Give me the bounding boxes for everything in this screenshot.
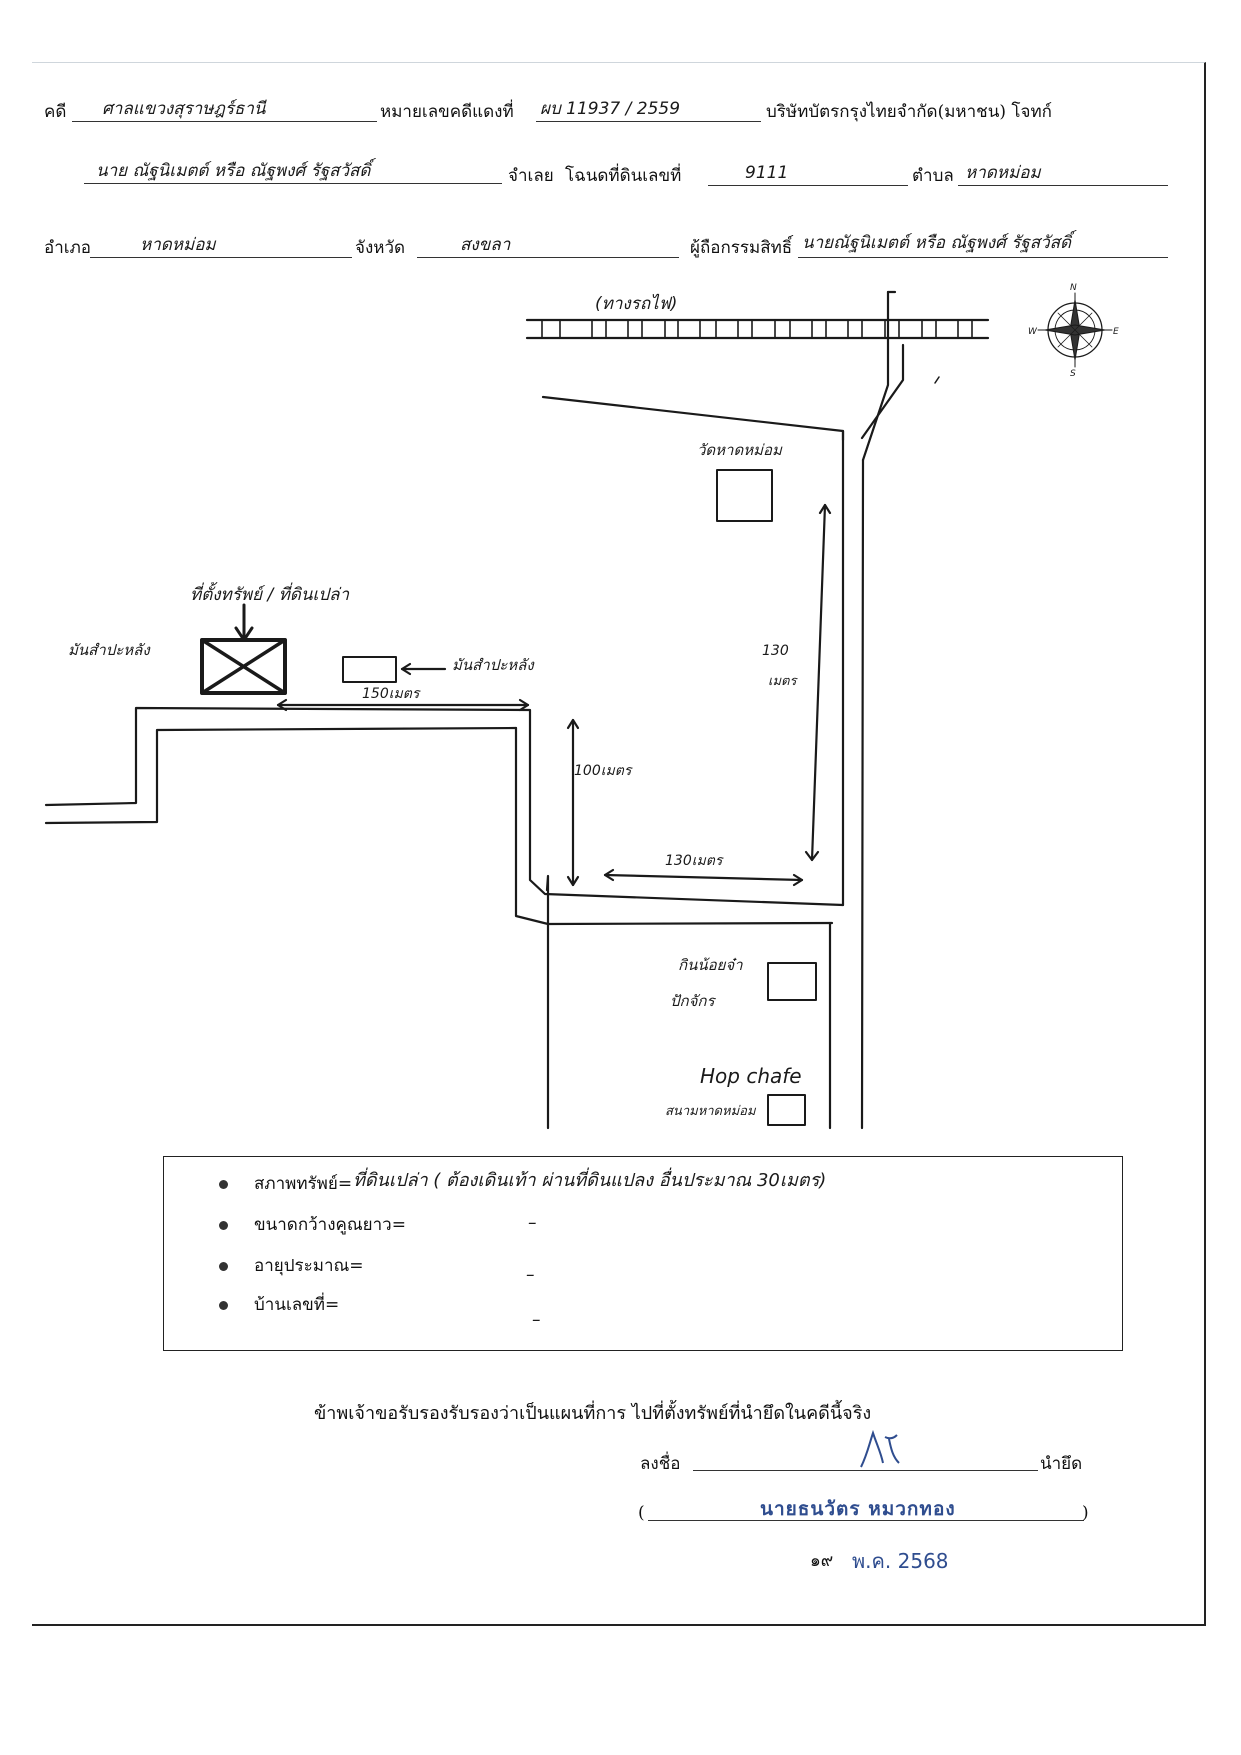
subdistrict-label: ตำบล — [912, 166, 954, 186]
bullet-icon — [219, 1221, 228, 1230]
case-no-label: หมายเลขคดีแดงที่ — [380, 102, 514, 122]
details-box — [163, 1156, 1123, 1351]
detail-value-age: – — [526, 1265, 535, 1285]
district: หาดหม่อม — [140, 235, 216, 255]
detail-label-condition: สภาพทรัพย์= — [254, 1174, 353, 1194]
deed-label: โฉนดที่ดินเลขที่ — [565, 166, 682, 186]
bottom-rule — [32, 1624, 1206, 1626]
right-field-label: มันสำปะหลัง — [452, 656, 535, 674]
left-field-label: มันสำปะหลัง — [68, 641, 151, 659]
bullet-icon — [219, 1180, 228, 1189]
cafe-label: Hop chafe — [700, 1064, 802, 1088]
province-label: จังหวัด — [355, 238, 406, 258]
distance-150: 150เมตร — [362, 686, 421, 702]
detail-value-house-no: – — [532, 1310, 541, 1330]
compass-n: N — [1070, 283, 1077, 293]
location-map: N S W E (ทางรถไฟ) วัดหาดหม่อม ที่ตั้งทรั… — [44, 283, 1119, 1130]
distance-130-right: 130 — [762, 643, 789, 659]
subdistrict: หาดหม่อม — [965, 163, 1041, 183]
owner: นายณัฐนิเมตต์ หรือ ณัฐพงศ์ รัฐสวัสดิ์ — [802, 233, 1072, 253]
owner-label: ผู้ถือกรรมสิทธิ์ — [690, 238, 793, 258]
distance-130-right-unit: เมตร — [768, 674, 798, 689]
sign-label: ลงชื่อ — [640, 1454, 681, 1474]
detail-label-size: ขนาดกว้างคูณยาว= — [254, 1215, 406, 1235]
detail-label-age: อายุประมาณ= — [254, 1256, 364, 1276]
railway-label: (ทางรถไฟ) — [595, 293, 677, 314]
case-no: ผบ 11937 / 2559 — [540, 99, 681, 119]
shop1-label-2: ปักจักร — [670, 992, 716, 1010]
certification-statement: ข้าพเจ้าขอรับรองรับรองว่าเป็นแผนที่การ ไ… — [314, 1403, 872, 1424]
defendant-suffix: จำเลย — [508, 166, 554, 186]
stadium-label: สนามหาดหม่อม — [665, 1104, 757, 1119]
page-frame — [32, 62, 1206, 1625]
bullet-icon — [219, 1262, 228, 1271]
close-paren: ) — [1082, 1503, 1089, 1523]
detail-value-size: – — [528, 1213, 537, 1233]
detail-value-condition: ที่ดินเปล่า ( ต้องเดินเท้า ผ่านที่ดินแปล… — [353, 1170, 827, 1191]
date-day: ๑๙ — [810, 1551, 834, 1571]
deed-no: 9111 — [745, 163, 789, 183]
case-label: คดี — [44, 102, 67, 122]
property-label: ที่ตั้งทรัพย์ / ที่ดินเปล่า — [190, 581, 349, 605]
distance-130-bottom: 130เมตร — [665, 853, 724, 869]
sign-suffix: นำยึด — [1040, 1454, 1083, 1474]
defendant: นาย ณัฐนิเมตต์ หรือ ณัฐพงศ์ รัฐสวัสดิ์ — [96, 161, 371, 181]
bullet-icon — [219, 1301, 228, 1310]
temple-label: วัดหาดหม่อม — [697, 441, 783, 459]
signature-mark — [860, 1429, 900, 1468]
district-label: อำเภอ — [44, 238, 91, 258]
detail-label-house-no: บ้านเลขที่= — [254, 1295, 340, 1315]
date-rest: พ.ค. 2568 — [852, 1549, 949, 1573]
case-court: ศาลแขวงสุราษฎร์ธานี — [102, 99, 266, 119]
distance-100: 100เมตร — [574, 763, 633, 779]
shop1-label-1: กินน้อยจ๋า — [678, 956, 743, 974]
compass-s: S — [1070, 369, 1076, 379]
compass-e: E — [1113, 327, 1119, 337]
compass-w: W — [1028, 327, 1038, 337]
open-paren: ( — [638, 1503, 645, 1523]
plaintiff: บริษัทบัตรกรุงไทยจำกัด(มหาชน) โจทก์ — [766, 102, 1052, 122]
province: สงขลา — [460, 235, 511, 255]
signer-name: นายธนวัตร หมวกทอง — [760, 1498, 956, 1520]
